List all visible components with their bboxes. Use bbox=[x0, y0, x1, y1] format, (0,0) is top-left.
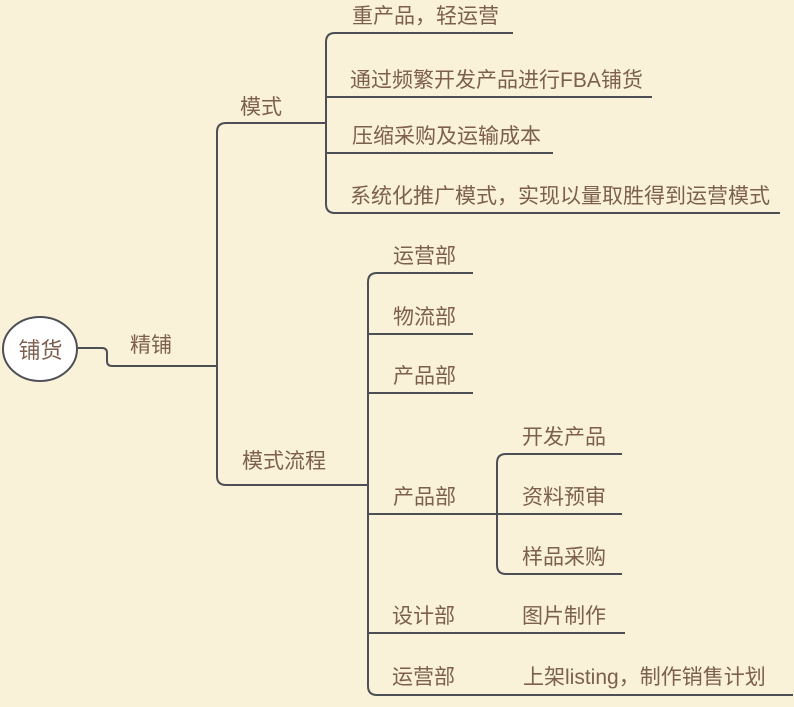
node-mode[interactable]: 模式 bbox=[240, 96, 282, 119]
node-root[interactable]: 铺货 bbox=[18, 338, 63, 363]
node-mode-item-1[interactable]: 通过频繁开发产品进行FBA铺货 bbox=[350, 69, 643, 92]
connector-main-spine bbox=[216, 122, 368, 486]
node-operate-sub-0[interactable]: 上架listing，制作销售计划 bbox=[523, 666, 766, 689]
node-mode-item-2[interactable]: 压缩采购及运输成本 bbox=[352, 125, 541, 148]
node-flow-item-4[interactable]: 设计部 bbox=[392, 605, 455, 628]
root-node-shape[interactable] bbox=[2, 316, 78, 382]
connector-product-spine bbox=[496, 453, 622, 575]
node-product-sub-1[interactable]: 资料预审 bbox=[522, 486, 606, 509]
node-flow[interactable]: 模式流程 bbox=[242, 450, 326, 473]
node-jingpu[interactable]: 精铺 bbox=[130, 334, 172, 357]
connector-flow-spine bbox=[367, 272, 793, 696]
connector-mode-spine bbox=[325, 32, 780, 214]
node-flow-item-2[interactable]: 产品部 bbox=[393, 365, 456, 388]
node-flow-item-5[interactable]: 运营部 bbox=[392, 666, 455, 689]
node-product-sub-2[interactable]: 样品采购 bbox=[522, 546, 606, 569]
node-design-sub-0[interactable]: 图片制作 bbox=[522, 605, 606, 628]
node-flow-item-0[interactable]: 运营部 bbox=[393, 245, 456, 268]
node-flow-item-1[interactable]: 物流部 bbox=[393, 306, 456, 329]
connector-root-jingpu bbox=[78, 347, 217, 367]
node-mode-item-3[interactable]: 系统化推广模式，实现以量取胜得到运营模式 bbox=[350, 185, 770, 208]
node-flow-item-3[interactable]: 产品部 bbox=[393, 486, 456, 509]
node-mode-item-0[interactable]: 重产品，轻运营 bbox=[352, 5, 499, 28]
node-product-sub-0[interactable]: 开发产品 bbox=[522, 426, 606, 449]
